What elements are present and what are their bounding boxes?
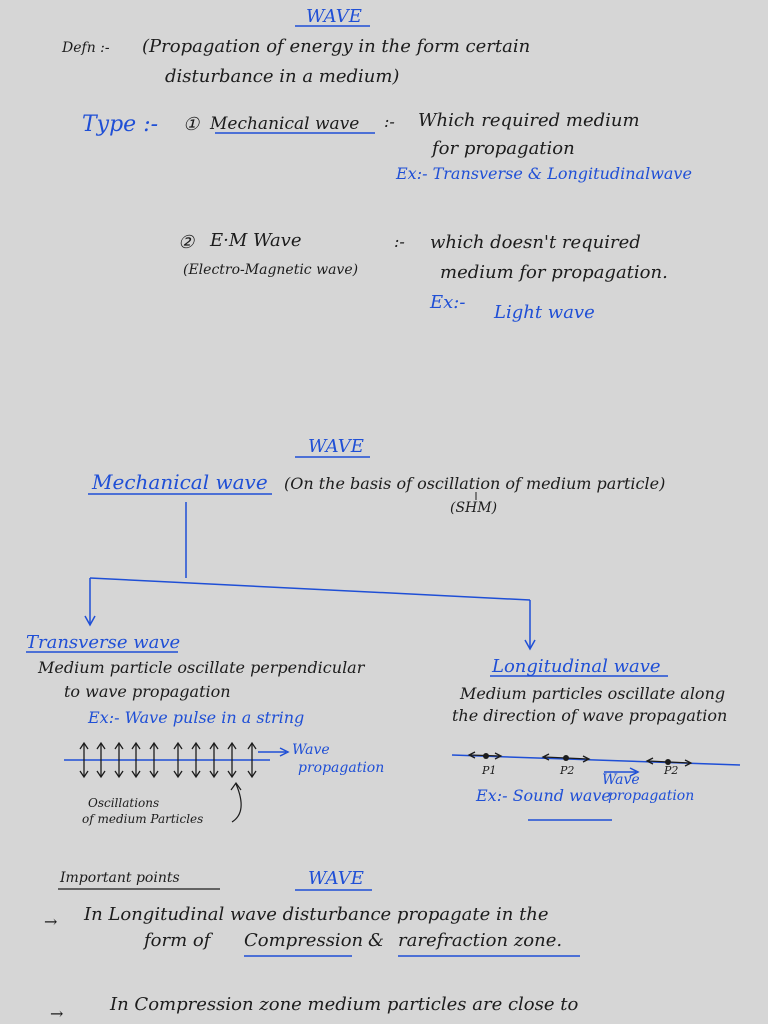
mechanical-example: Ex:- Transverse & Longitudinalwave [396, 164, 692, 183]
transverse-arrow-label-2: propagation [298, 760, 385, 776]
transverse-title: Transverse wave [26, 632, 181, 653]
em-wave-full: (Electro-Magnetic wave) [183, 262, 359, 278]
bullet-2-line-1: In Compression zone medium particles are… [110, 994, 579, 1015]
transverse-example: Ex:- Wave pulse in a string [88, 708, 305, 727]
shm-label: (SHM) [450, 500, 498, 516]
definition-line-1: (Propagation of energy in the form certa… [142, 36, 531, 57]
em-example-label: Ex:- [430, 292, 466, 313]
definition-label: Defn :- [62, 40, 110, 56]
mechanical-desc-2: for propagation [432, 138, 575, 159]
oscillation-basis: (On the basis of oscillation of medium p… [284, 474, 666, 493]
em-wave-title: E·M Wave [210, 230, 302, 251]
particle-p2-dot [563, 755, 569, 761]
longitudinal-desc-2: the direction of wave propagation [452, 706, 728, 725]
definition-line-2: disturbance in a medium) [165, 66, 400, 87]
em-example: Light wave [494, 302, 595, 323]
em-number: ② [178, 232, 195, 253]
transverse-desc-2: to wave propagation [64, 682, 231, 701]
page2-title: WAVE [308, 436, 364, 457]
longitudinal-propagation-arrowhead [629, 767, 640, 777]
longitudinal-medium-line [451, 754, 741, 766]
em-sep: :- [394, 232, 405, 251]
longitudinal-wave-label-2: propagation [608, 788, 695, 804]
transverse-propagation-arrowhead [279, 747, 290, 757]
bullet-1-arrow: → [44, 912, 58, 931]
particle-p3-dot [665, 759, 671, 765]
mechanical-wave-heading: Mechanical wave [92, 470, 268, 494]
mechanical-sep: :- [384, 112, 395, 131]
longitudinal-particle-arrows [467, 751, 693, 767]
mechanical-desc-1: Which required medium [418, 110, 640, 131]
tree-left-arrowhead [84, 615, 96, 627]
particle-p2-label: P2 [560, 764, 575, 777]
oscillation-label-1: Oscillations [88, 796, 160, 810]
bullet-1-line-1: In Longitudinal wave disturbance propaga… [84, 904, 549, 925]
bullet-1-form-of: form of [144, 930, 211, 951]
transverse-oscillation-arrows [79, 741, 257, 779]
bullet-1-ampersand: & [368, 930, 385, 951]
transverse-arrow-label-1: Wave [292, 742, 330, 758]
longitudinal-desc-1: Medium particles oscillate along [460, 684, 726, 703]
particle-p3-label: P2 [664, 764, 679, 777]
longitudinal-example: Ex:- Sound wave [476, 786, 611, 805]
mechanical-number: ① [183, 114, 200, 135]
particle-p1-label: P1 [482, 764, 497, 777]
bullet-1-rarefraction: rarefraction zone. [398, 930, 563, 951]
longitudinal-title: Longitudinal wave [492, 656, 661, 677]
bullet-2-arrow: → [50, 1004, 64, 1023]
bullet-1-compression: Compression [244, 930, 364, 951]
type-label: Type :- [82, 112, 159, 137]
em-desc-2: medium for propagation. [440, 262, 668, 283]
oscillation-label-2: of medium Particles [82, 812, 204, 826]
particle-p1-dot [483, 753, 489, 759]
transverse-desc-1: Medium particle oscillate perpendicular [38, 658, 365, 677]
oscillation-pointer [231, 783, 242, 823]
oscillation-pointer-head [230, 781, 242, 791]
mechanical-wave-title: Mechanical wave [210, 114, 360, 134]
em-desc-1: which doesn't required [430, 232, 641, 253]
page3-title: WAVE [308, 868, 364, 889]
important-points-heading: Important points [60, 870, 180, 886]
page1-title: WAVE [306, 6, 362, 27]
tree-right-arrowhead [524, 639, 536, 651]
tree-branch [89, 577, 531, 601]
